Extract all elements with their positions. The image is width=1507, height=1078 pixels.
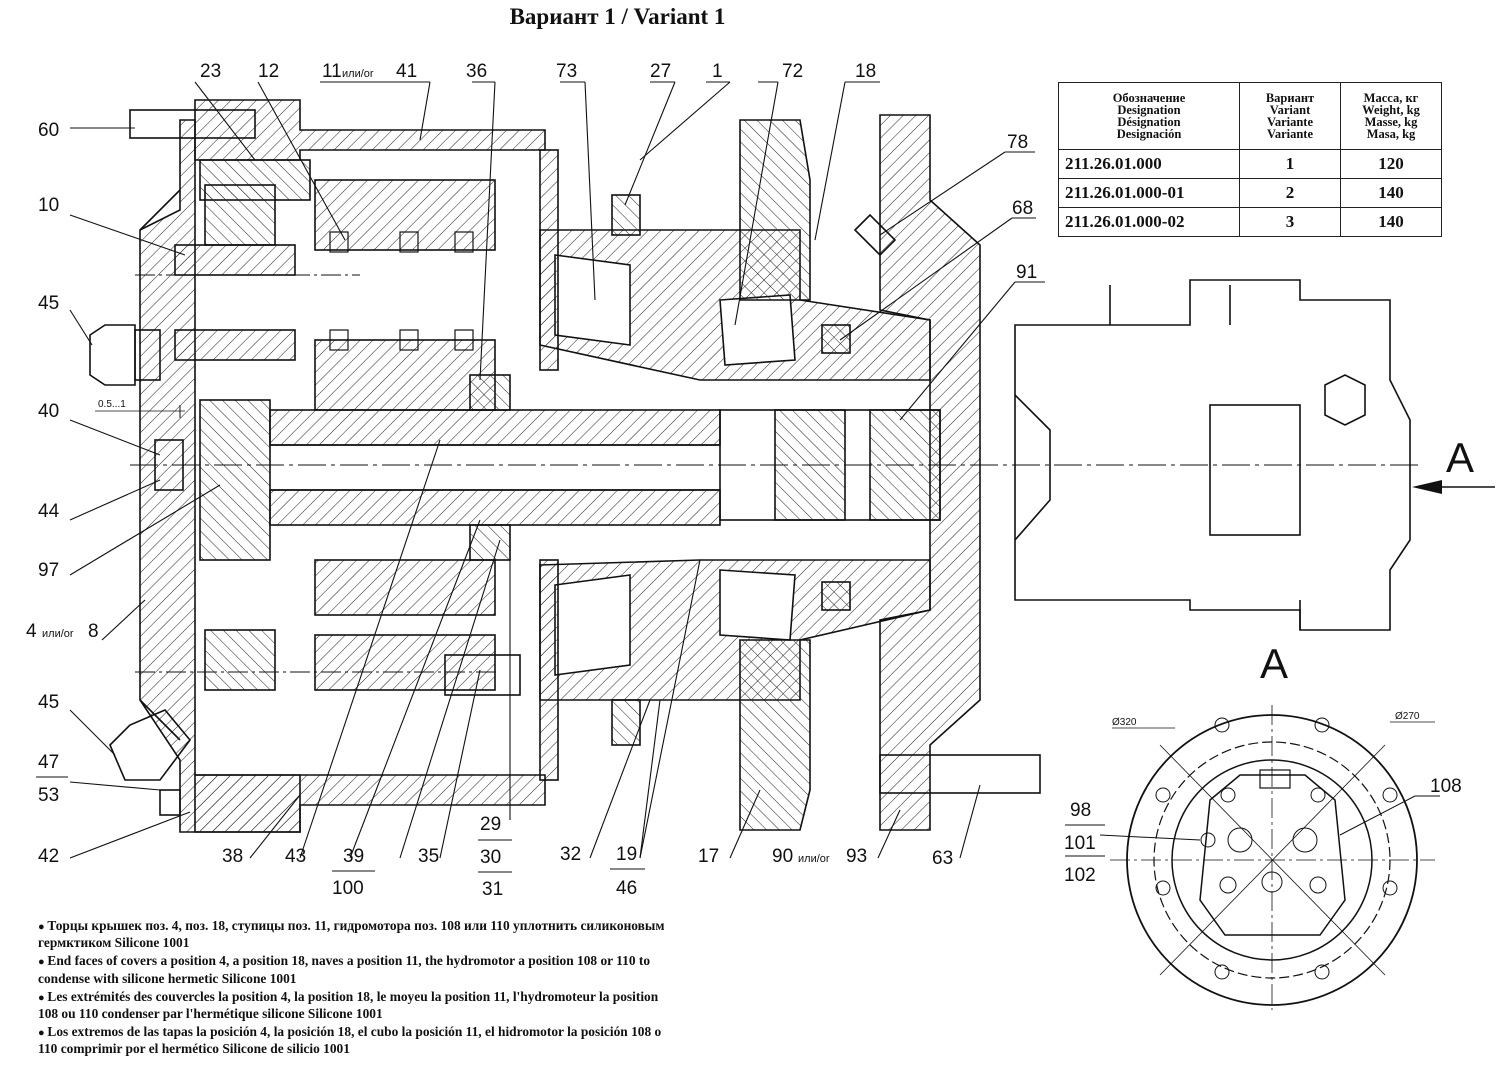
row-mass: 140 — [1340, 207, 1442, 237]
callout-97: 97 — [38, 560, 59, 581]
header-variant-ru: Вариант — [1265, 91, 1315, 105]
header-designation-fr: Désignation — [1117, 115, 1181, 129]
view-a: A Ø320 Ø270 108 98 101 102 — [1064, 640, 1462, 1010]
header-mass-ru: Масса, кг — [1363, 91, 1419, 105]
row-mass: 140 — [1340, 178, 1442, 208]
row-variant: 3 — [1239, 207, 1341, 237]
callout-11: 11 — [322, 61, 342, 82]
callout-108: 108 — [1430, 776, 1462, 797]
callout-101: 101 — [1064, 833, 1096, 854]
callout-39: 39 — [343, 846, 364, 867]
callout-63: 63 — [932, 848, 953, 869]
callout-11-or: или/or — [342, 68, 374, 80]
callout-78: 78 — [1007, 132, 1028, 153]
callout-72: 72 — [782, 61, 803, 82]
note-es: Los extremos de las tapas la posición 4,… — [38, 1024, 678, 1056]
callout-32: 32 — [560, 844, 581, 865]
header-variant-es: Variante — [1266, 127, 1314, 141]
header-mass-fr: Masse, kg — [1364, 115, 1418, 129]
dia-270-label: Ø270 — [1395, 711, 1420, 722]
drawing-title: Вариант 1 / Variant 1 — [509, 4, 726, 29]
callout-73: 73 — [556, 61, 577, 82]
header-variant-fr: Variante — [1266, 115, 1314, 129]
callout-90: 90 — [772, 846, 793, 867]
row-mass: 120 — [1340, 149, 1442, 179]
header-mass-en: Weight, kg — [1362, 103, 1420, 117]
callout-31: 31 — [482, 879, 503, 900]
callout-53: 53 — [38, 785, 59, 806]
note-en: End faces of covers a position 4, a posi… — [38, 953, 678, 985]
callout-44: 44 — [38, 501, 60, 522]
callout-41: 41 — [396, 61, 417, 82]
callout-23: 23 — [200, 61, 221, 82]
table-row: 211.26.01.000-01 2 140 — [1058, 178, 1442, 208]
callout-29: 29 — [480, 814, 501, 835]
note-fr: Les extrémités des couvercles la positio… — [38, 989, 678, 1021]
view-a-label: A — [1260, 640, 1288, 687]
spec-header-row: Обозначение Designation Désignation Desi… — [1058, 82, 1442, 150]
dia-320-label: Ø320 — [1112, 717, 1137, 728]
callout-100: 100 — [332, 878, 364, 899]
callout-12: 12 — [258, 61, 279, 82]
callout-40: 40 — [38, 401, 59, 422]
callout-102: 102 — [1064, 865, 1096, 886]
header-variant-en: Variant — [1269, 103, 1311, 117]
header-designation-es: Designación — [1116, 127, 1182, 141]
callout-8: 8 — [88, 621, 99, 642]
callout-35: 35 — [418, 846, 439, 867]
row-designation: 211.26.01.000 — [1058, 149, 1240, 179]
callout-36: 36 — [466, 61, 487, 82]
header-mass: Масса, кг Weight, kg Masse, kg Masa, kg — [1340, 82, 1442, 150]
callout-38: 38 — [222, 846, 243, 867]
callout-numbers: 23 12 11 или/or 41 36 73 27 1 72 18 78 6… — [26, 61, 1037, 900]
row-designation: 211.26.01.000-02 — [1058, 207, 1240, 237]
callout-45-bottom: 45 — [38, 692, 59, 713]
row-variant: 1 — [1239, 149, 1341, 179]
specification-table: Обозначение Designation Désignation Desi… — [1058, 82, 1442, 237]
header-designation-en: Designation — [1117, 103, 1181, 117]
callout-98: 98 — [1070, 800, 1091, 821]
callout-4-or: или/or — [42, 628, 74, 640]
header-mass-es: Masa, kg — [1366, 127, 1416, 141]
callout-27: 27 — [650, 61, 671, 82]
header-designation: Обозначение Designation Désignation Desi… — [1058, 82, 1240, 150]
callout-19: 19 — [616, 844, 637, 865]
callout-68: 68 — [1012, 198, 1033, 219]
callout-90-or: или/or — [798, 853, 830, 865]
row-designation: 211.26.01.000-01 — [1058, 178, 1240, 208]
note-ru: Торцы крышек поз. 4, поз. 18, ступицы по… — [38, 918, 678, 950]
callout-91: 91 — [1016, 262, 1037, 283]
callout-60: 60 — [38, 120, 59, 141]
callout-1: 1 — [712, 61, 723, 82]
table-row: 211.26.01.000-02 3 140 — [1058, 207, 1442, 237]
header-variant: Вариант Variant Variante Variante — [1239, 82, 1341, 150]
view-arrow-a: A — [1412, 434, 1495, 494]
gap-dimension: 0.5...1 — [98, 399, 126, 410]
callout-42: 42 — [38, 846, 59, 867]
callout-4: 4 — [26, 621, 37, 642]
callout-10: 10 — [38, 195, 59, 216]
leader-lines — [69, 81, 1045, 859]
view-arrow-label: A — [1446, 434, 1474, 481]
assembly-notes: Торцы крышек поз. 4, поз. 18, ступицы по… — [38, 918, 678, 1060]
callout-30: 30 — [480, 847, 501, 868]
callout-45-top: 45 — [38, 293, 59, 314]
callout-43: 43 — [285, 846, 306, 867]
callout-47: 47 — [38, 752, 59, 773]
row-variant: 2 — [1239, 178, 1341, 208]
table-row: 211.26.01.000 1 120 — [1058, 149, 1442, 179]
callout-46: 46 — [616, 878, 637, 899]
callout-93: 93 — [846, 846, 867, 867]
callout-18: 18 — [855, 61, 876, 82]
callout-17: 17 — [698, 846, 719, 867]
header-designation-ru: Обозначение — [1112, 91, 1186, 105]
